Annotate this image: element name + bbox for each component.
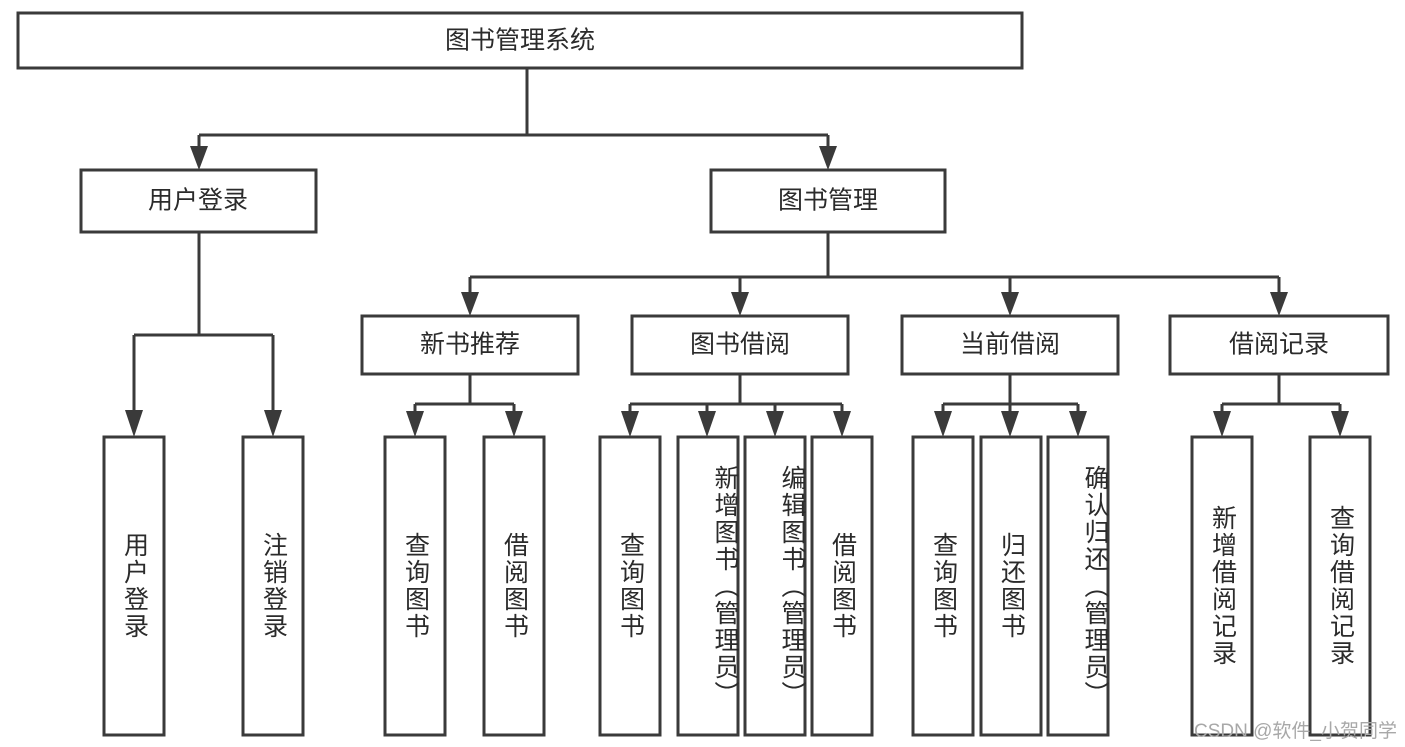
node-box-new-book-recommend[interactable] bbox=[360, 314, 580, 376]
arrow-to-leaf-current-3 bbox=[1069, 411, 1087, 437]
label-borrow-record: 借阅记录 bbox=[1229, 331, 1329, 359]
arrow-to-current-borrow bbox=[1001, 292, 1019, 316]
arrow-to-leaf-borrow-3 bbox=[766, 411, 784, 437]
node-box-user-login[interactable] bbox=[79, 168, 318, 234]
arrow-to-new-book-recommend bbox=[461, 292, 479, 316]
node-box-leaf-borrow-edit[interactable] bbox=[743, 435, 807, 737]
arrow-to-leaf-logout bbox=[264, 410, 282, 437]
node-box-book-borrow[interactable] bbox=[630, 314, 850, 376]
label-book-borrow: 图书借阅 bbox=[690, 331, 790, 359]
node-box-current-borrow[interactable] bbox=[900, 314, 1120, 376]
node-box-leaf-current-query[interactable] bbox=[911, 435, 975, 737]
node-box-leaf-record-add[interactable] bbox=[1190, 435, 1254, 737]
arrow-to-leaf-recommend-1 bbox=[406, 411, 424, 437]
arrow-to-leaf-borrow-1 bbox=[621, 411, 639, 437]
arrow-to-leaf-recommend-2 bbox=[505, 411, 523, 437]
node-box-leaf-borrow-lend[interactable] bbox=[810, 435, 874, 737]
label-book-manage: 图书管理 bbox=[778, 187, 878, 215]
arrow-to-borrow-record bbox=[1270, 292, 1288, 316]
arrow-to-leaf-borrow-2 bbox=[698, 411, 716, 437]
horizontal-label-layer: 图书管理系统 用户登录 图书管理 新书推荐 图书借阅 当前借阅 借阅记录 bbox=[148, 27, 1329, 359]
arrow-to-leaf-current-2 bbox=[1001, 411, 1019, 437]
node-box-borrow-record[interactable] bbox=[1168, 314, 1390, 376]
arrow-to-leaf-record-2 bbox=[1331, 411, 1349, 437]
node-box-leaf-borrow-query[interactable] bbox=[598, 435, 662, 737]
node-box-leaf-user-login[interactable] bbox=[102, 435, 166, 737]
node-box-leaf-current-confirm[interactable] bbox=[1046, 435, 1110, 737]
node-layer bbox=[16, 11, 1390, 737]
arrow-to-user-login bbox=[190, 146, 208, 170]
arrow-to-leaf-current-1 bbox=[934, 411, 952, 437]
node-box-leaf-logout[interactable] bbox=[241, 435, 305, 737]
node-box-leaf-current-return[interactable] bbox=[979, 435, 1043, 737]
node-box-leaf-record-query[interactable] bbox=[1308, 435, 1372, 737]
connector-layer bbox=[125, 68, 1349, 437]
node-box-root[interactable] bbox=[16, 11, 1024, 70]
csdn-watermark: CSDN @软件_小贺同学 bbox=[1194, 721, 1397, 742]
arrow-to-leaf-user-login bbox=[125, 410, 143, 437]
node-box-leaf-recommend-borrow[interactable] bbox=[482, 435, 546, 737]
arrow-to-leaf-borrow-4 bbox=[833, 411, 851, 437]
label-new-book-recommend: 新书推荐 bbox=[420, 331, 520, 359]
node-box-leaf-borrow-add[interactable] bbox=[676, 435, 740, 737]
label-user-login: 用户登录 bbox=[148, 187, 248, 215]
label-current-borrow: 当前借阅 bbox=[960, 331, 1060, 359]
node-box-leaf-recommend-query[interactable] bbox=[383, 435, 447, 737]
node-box-book-manage[interactable] bbox=[709, 168, 947, 234]
arrow-to-leaf-record-1 bbox=[1213, 411, 1231, 437]
label-root: 图书管理系统 bbox=[445, 27, 595, 55]
arrow-to-book-borrow bbox=[731, 292, 749, 316]
arrow-to-book-manage bbox=[819, 146, 837, 170]
